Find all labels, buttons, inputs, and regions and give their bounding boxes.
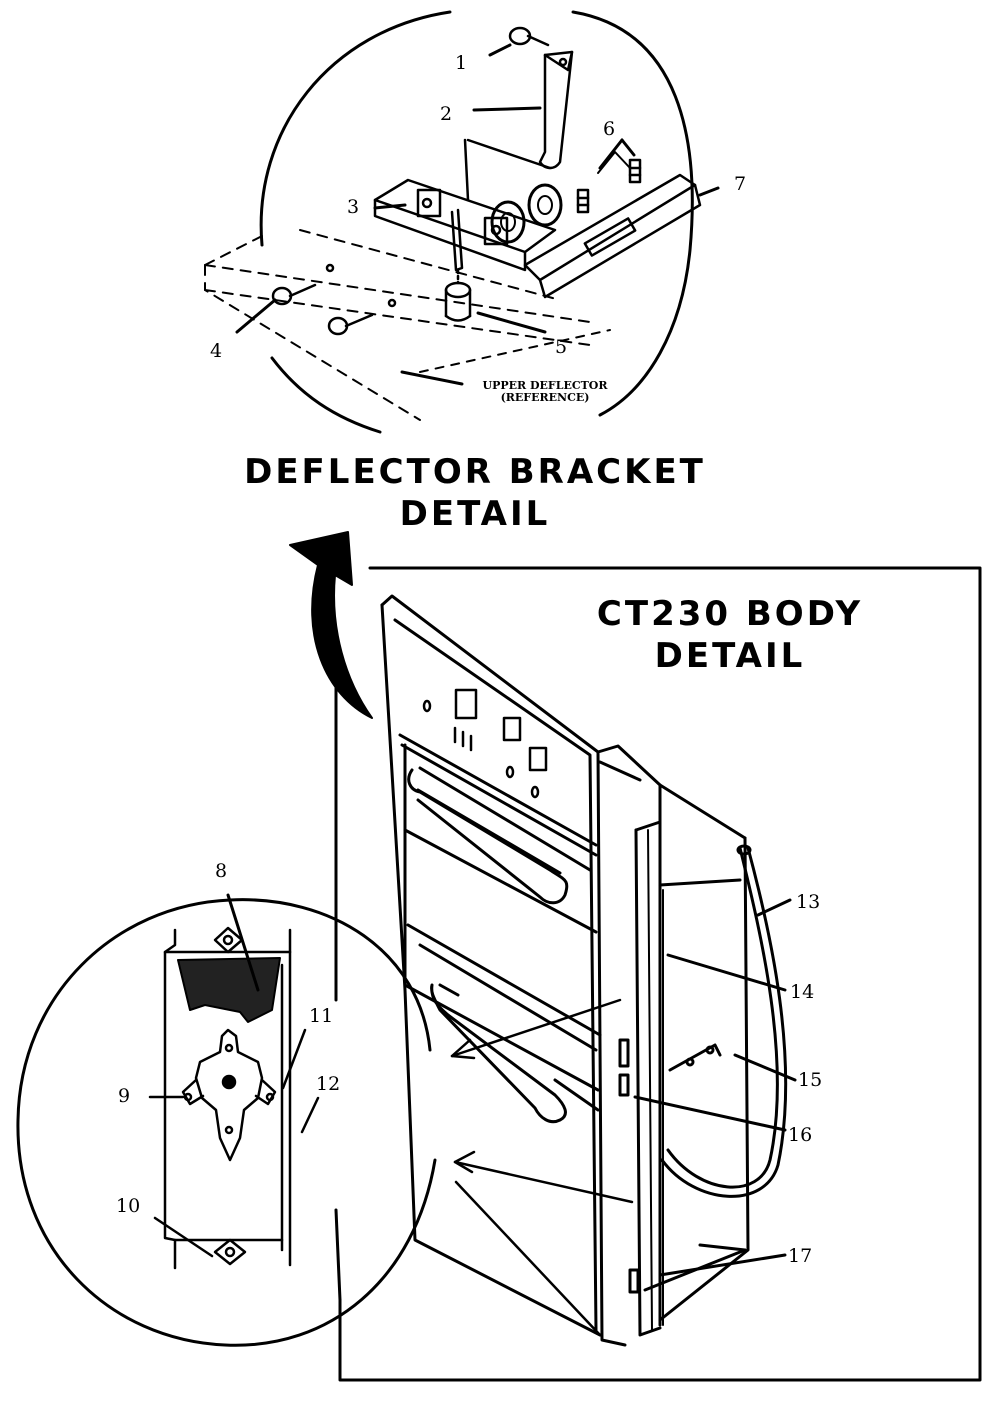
leaders-body xyxy=(633,898,797,1277)
oven-body xyxy=(380,594,750,1347)
body-title-line2: DETAIL xyxy=(654,636,806,676)
reference-note: UPPER DEFLECTOR (REFERENCE) xyxy=(455,380,635,404)
screw-4 xyxy=(271,263,397,336)
thermostat-assembly xyxy=(148,893,320,1270)
deflector-title-line1: DEFLECTOR BRACKET xyxy=(244,452,706,492)
callout-11: 11 xyxy=(309,1005,334,1027)
body-title-line1: CT230 BODY xyxy=(596,594,864,634)
deflector-title-line2: DETAIL xyxy=(399,494,551,534)
callout-17: 17 xyxy=(788,1245,813,1267)
screw-pair-6 xyxy=(576,151,642,214)
curved-arrow xyxy=(289,531,373,719)
callout-2: 2 xyxy=(440,103,453,125)
callout-16: 16 xyxy=(788,1124,813,1146)
callout-10: 10 xyxy=(116,1195,141,1217)
callout-8: 8 xyxy=(215,860,228,882)
deflector-detail-circle xyxy=(259,10,694,434)
conduit-13 xyxy=(660,844,788,1198)
bracket-plate xyxy=(373,138,563,272)
oven-door-lower xyxy=(406,923,602,1124)
callout-12: 12 xyxy=(316,1073,341,1095)
callout-13: 13 xyxy=(796,891,821,913)
callout-3: 3 xyxy=(347,196,360,218)
bracket-rail xyxy=(523,173,720,299)
spacer-5 xyxy=(444,268,472,322)
connection-arrows xyxy=(450,998,634,1337)
reference-note-line2: (REFERENCE) xyxy=(500,391,590,404)
callout-5: 5 xyxy=(555,336,568,358)
body-detail-frame xyxy=(334,566,982,1382)
leaders-top xyxy=(235,43,636,386)
callout-6: 6 xyxy=(603,118,616,140)
bracket-strap xyxy=(538,50,574,170)
callout-7: 7 xyxy=(734,173,747,195)
reference-note-line1: UPPER DEFLECTOR xyxy=(482,379,608,392)
control-panel xyxy=(422,688,548,799)
callout-15: 15 xyxy=(798,1069,823,1091)
callout-14: 14 xyxy=(790,981,815,1003)
upper-deflector-reference xyxy=(204,229,611,421)
callout-9: 9 xyxy=(118,1085,131,1107)
callout-4: 4 xyxy=(210,340,223,362)
callout-1: 1 xyxy=(455,52,468,74)
screw-1 xyxy=(508,26,550,47)
thermostat-detail-circle xyxy=(16,898,437,1347)
